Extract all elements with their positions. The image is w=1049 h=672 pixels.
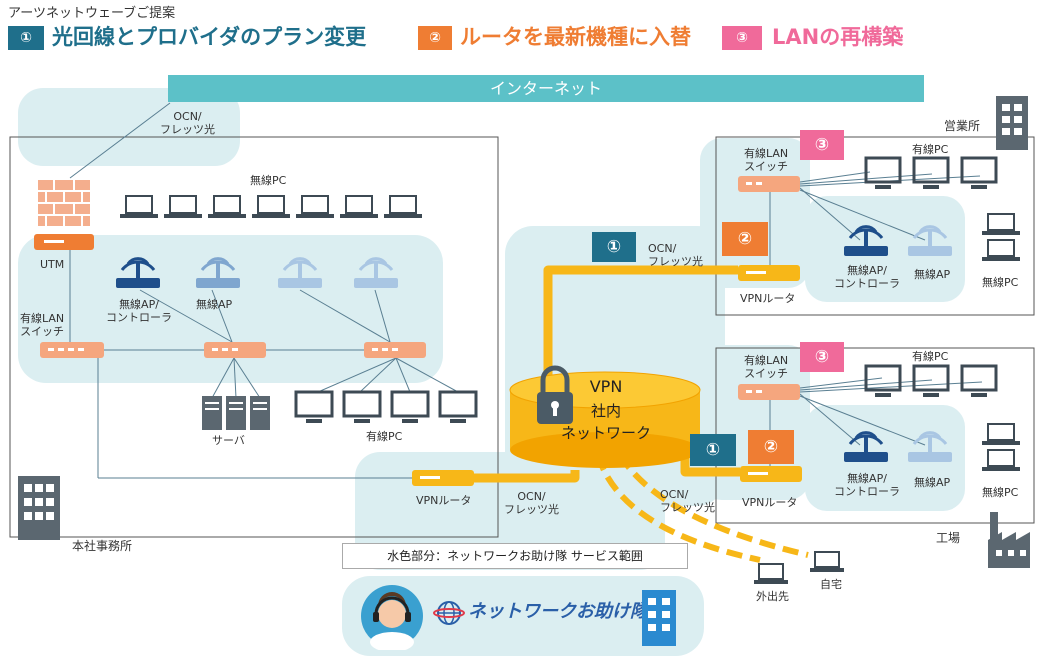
factory-badge2: ②: [748, 430, 794, 464]
plan1-title: 光回線とプロバイダのプラン変更: [52, 25, 367, 49]
factory-ocn-label: OCN/ フレッツ光: [660, 488, 715, 514]
plan2-title: ルータを最新機種に入替: [460, 25, 691, 49]
hq-name: 本社事務所: [72, 539, 133, 553]
factory-ap-label: 無線AP: [914, 476, 951, 489]
support-agent-icon: [361, 585, 423, 650]
vpn-router-icon: [738, 265, 800, 281]
firewall-icon: [34, 180, 94, 250]
branch-badge2: ②: [722, 222, 768, 256]
remote-home-label: 自宅: [820, 578, 842, 591]
wifi-ap-icon: [196, 257, 240, 288]
factory-badge1: ①: [690, 434, 736, 466]
legend-box: 水色部分：ネットワークお助け隊 サービス範囲: [342, 543, 688, 569]
desktop-pc-icons: [864, 364, 998, 397]
branch-badge3: ③: [800, 130, 844, 160]
switch-icon: [364, 342, 426, 358]
lock-icon: [537, 365, 573, 424]
plan1-badge: ①: [8, 26, 44, 50]
factory-switch-label: 有線LAN スイッチ: [744, 354, 789, 380]
laptop-icon: [810, 551, 844, 572]
globe-logo-icon: [433, 601, 465, 625]
branch-wireless-pc-label: 無線PC: [982, 276, 1019, 289]
wifi-ap-icon: [844, 225, 888, 256]
factory-icon: [988, 512, 1030, 568]
factory-wired-pc-label: 有線PC: [912, 350, 949, 363]
hq-ap-label: 無線AP: [196, 298, 233, 311]
remote-outside-label: 外出先: [756, 590, 789, 603]
factory-vpn-router-label: VPNルータ: [742, 496, 798, 509]
branch-badge1: ①: [592, 232, 636, 262]
logo-text: ネットワークお助け隊!: [468, 601, 657, 622]
building-icon: [18, 476, 60, 540]
branch-wired-pc-label: 有線PC: [912, 143, 949, 156]
server-label: サーバ: [212, 434, 245, 447]
hq-wired-pc-label: 有線PC: [366, 430, 403, 443]
factory-wireless-pc-label: 無線PC: [982, 486, 1019, 499]
vpn-line1: VPN: [589, 377, 623, 396]
switch-icon: [738, 384, 800, 400]
vpn-line3: ネットワーク: [560, 424, 651, 442]
utm-label: UTM: [40, 258, 65, 271]
laptop-icons: [982, 423, 1020, 471]
wifi-ap-icon: [278, 257, 322, 288]
switch-icon: [40, 342, 104, 358]
factory-badge3: ③: [800, 342, 844, 372]
factory-name: 工場: [936, 531, 961, 545]
desktop-pc-icons: [864, 156, 998, 189]
hq-vpn-router-label: VPNルータ: [416, 494, 472, 507]
plan3-title: LANの再構築: [772, 25, 904, 49]
wifi-ap-icon: [908, 431, 952, 462]
branch-name: 営業所: [944, 119, 981, 133]
wifi-ap-icon: [908, 225, 952, 256]
plan3-badge: ③: [722, 26, 762, 50]
branch-switch-label: 有線LAN スイッチ: [744, 147, 789, 173]
supertitle: アーツネットウェーブご提案: [8, 6, 176, 21]
building-icon: [996, 96, 1028, 150]
laptop-icons: [982, 213, 1020, 261]
branch-ap-controller-label: 無線AP/ コントローラ: [834, 264, 900, 290]
hq-vpn-ocn-label: OCN/ フレッツ光: [504, 490, 559, 516]
hq-ocn-label: OCN/ フレッツ光: [160, 110, 215, 136]
wifi-ap-icon: [354, 257, 398, 288]
wifi-ap-icon: [116, 257, 160, 288]
wifi-ap-icon: [844, 431, 888, 462]
switch-icon: [204, 342, 266, 358]
branch-ap-label: 無線AP: [914, 268, 951, 281]
vpn-line2: 社内: [590, 402, 621, 420]
server-icon: [202, 396, 270, 430]
branch-vpn-router-label: VPNルータ: [740, 292, 796, 305]
hq-ap-controller-label: 無線AP/ コントローラ: [106, 298, 172, 324]
plan2-badge: ②: [418, 26, 452, 50]
vpn-router-icon: [412, 470, 474, 486]
laptop-icons: [120, 195, 422, 218]
laptop-icon: [754, 563, 788, 584]
hq-wireless-pc-label: 無線PC: [250, 174, 287, 187]
building-icon: [642, 590, 676, 646]
switch-icon: [738, 176, 800, 192]
hq-switch-label: 有線LAN スイッチ: [20, 312, 65, 338]
branch-ocn-label: OCN/ フレッツ光: [648, 242, 703, 268]
desktop-pc-icons: [294, 390, 478, 423]
internet-bar: インターネット: [168, 75, 924, 102]
vpn-router-icon: [740, 466, 802, 482]
factory-ap-controller-label: 無線AP/ コントローラ: [834, 472, 900, 498]
